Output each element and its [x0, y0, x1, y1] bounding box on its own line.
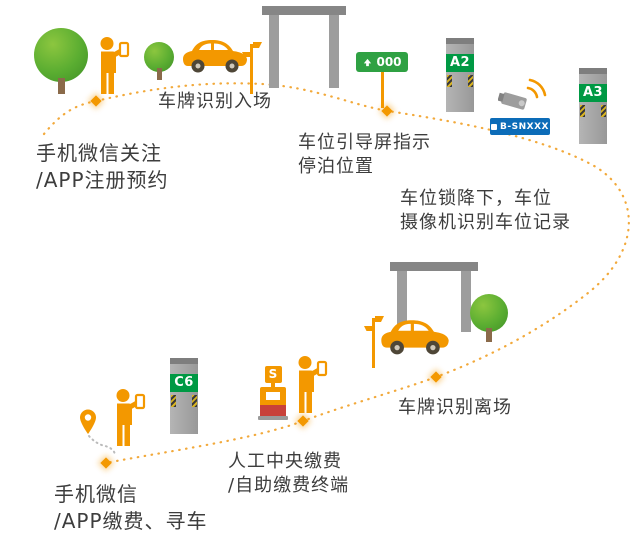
- step-guidance-line1: 车位引导屏指示: [298, 132, 431, 153]
- camera-icon: [498, 78, 547, 110]
- pillar-a3-label: A3: [579, 84, 607, 102]
- plate-dot-icon: [491, 123, 498, 130]
- step-exit-label: 车牌识别离场: [398, 396, 512, 420]
- arrow-up-icon: [364, 58, 372, 66]
- car-icon: [183, 40, 247, 73]
- person-phone-icon: [115, 387, 146, 448]
- step-mobile-pay-line1: 手机微信: [54, 482, 138, 506]
- pillar-a2-label: A2: [446, 54, 474, 72]
- step-payment-line1: 人工中央缴费: [228, 451, 342, 472]
- step-register-line1: 手机微信关注: [36, 141, 162, 165]
- step-mobile-pay-label: 手机微信 /APP缴费、寻车: [54, 481, 208, 535]
- step-register-label: 手机微信关注 /APP注册预约: [36, 140, 169, 194]
- step-payment-line2: /自助缴费终端: [228, 475, 350, 497]
- step-guidance-label: 车位引导屏指示 停泊位置: [298, 131, 431, 180]
- tree-icon: [144, 42, 174, 80]
- person-phone-icon: [297, 354, 328, 415]
- location-pin-icon: [80, 409, 116, 455]
- step-mobile-pay-line2: /APP缴费、寻车: [54, 509, 208, 533]
- entry-gate-icon: [262, 6, 346, 88]
- tree-icon: [34, 28, 88, 94]
- guidance-sign-icon: 000: [356, 52, 408, 108]
- step-lock-line2: 摄像机识别车位记录: [400, 212, 571, 234]
- pillar-c6-label: C6: [170, 374, 198, 392]
- tree-icon: [470, 294, 508, 342]
- kiosk-sign-label: S: [264, 366, 282, 383]
- spot-plate-label: B-SNXXX: [500, 121, 549, 132]
- car-icon: [381, 320, 449, 355]
- pillar-a3: A3: [579, 68, 607, 144]
- kiosk-screen: [266, 392, 280, 400]
- wifi-waves-icon: [526, 86, 539, 99]
- step-entry-line1: 车牌识别入场: [158, 91, 272, 112]
- payment-kiosk-icon: S: [258, 366, 288, 420]
- step-lock-line1: 车位锁降下，车位: [400, 188, 552, 209]
- pillar-a2: A2: [446, 38, 474, 112]
- step-register-line2: /APP注册预约: [36, 168, 169, 192]
- step-guidance-line2: 停泊位置: [298, 156, 374, 178]
- exit-gate-icon: [390, 262, 478, 332]
- step-exit-line1: 车牌识别离场: [398, 397, 512, 418]
- step-lock-label: 车位锁降下，车位 摄像机识别车位记录: [400, 187, 571, 236]
- spot-plate: B-SNXXX: [490, 118, 550, 135]
- signpost-icon: [242, 42, 262, 94]
- signpost-icon: [364, 316, 384, 368]
- person-phone-icon: [99, 36, 130, 96]
- step-payment-label: 人工中央缴费 /自助缴费终端: [228, 450, 349, 499]
- pillar-c6: C6: [170, 358, 198, 434]
- guidance-count: 000: [376, 55, 402, 69]
- step-entry-label: 车牌识别入场: [158, 90, 272, 114]
